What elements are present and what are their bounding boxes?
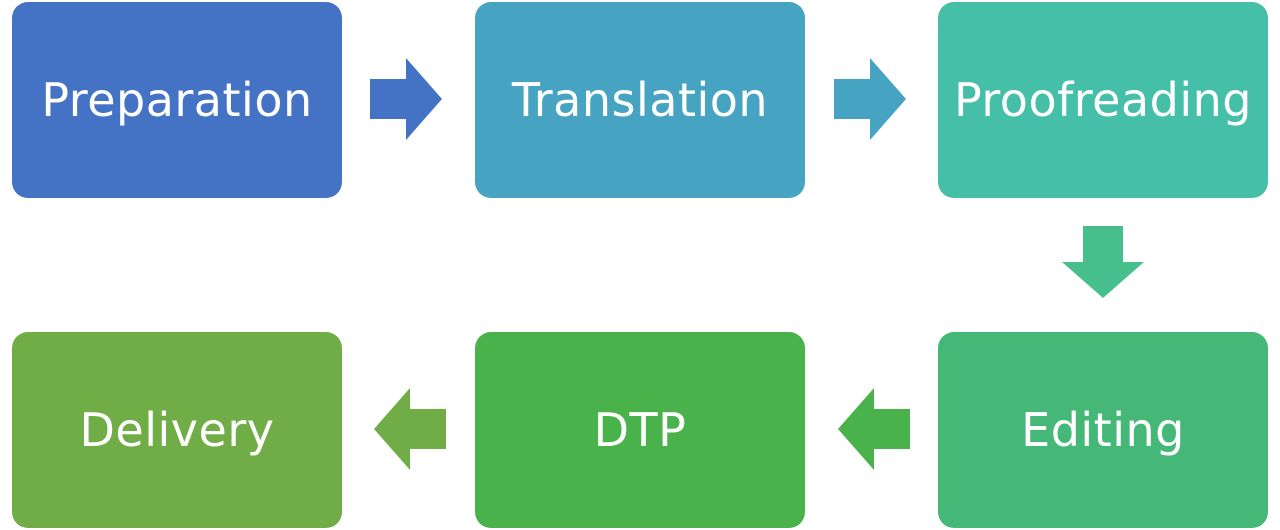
arrow-shape <box>838 388 910 470</box>
arrow-shape <box>370 58 442 140</box>
arrow-left-icon <box>838 388 910 470</box>
step-label: Editing <box>1021 403 1185 457</box>
step-preparation: Preparation <box>12 2 342 198</box>
step-delivery: Delivery <box>12 332 342 528</box>
step-label: Proofreading <box>953 73 1253 127</box>
step-editing: Editing <box>938 332 1268 528</box>
step-translation: Translation <box>475 2 805 198</box>
step-proofreading: Proofreading <box>938 2 1268 198</box>
step-label: Translation <box>511 73 769 127</box>
arrow-shape <box>834 58 906 140</box>
arrow-right-icon <box>370 58 442 140</box>
arrow-right-icon <box>834 58 906 140</box>
step-label: Delivery <box>79 403 275 457</box>
arrow-left-icon <box>374 388 446 470</box>
arrow-down-icon <box>1062 226 1144 298</box>
step-dtp: DTP <box>475 332 805 528</box>
step-label: Preparation <box>41 73 313 127</box>
step-label: DTP <box>593 403 687 457</box>
arrow-shape <box>1062 226 1144 298</box>
arrow-shape <box>374 388 446 470</box>
